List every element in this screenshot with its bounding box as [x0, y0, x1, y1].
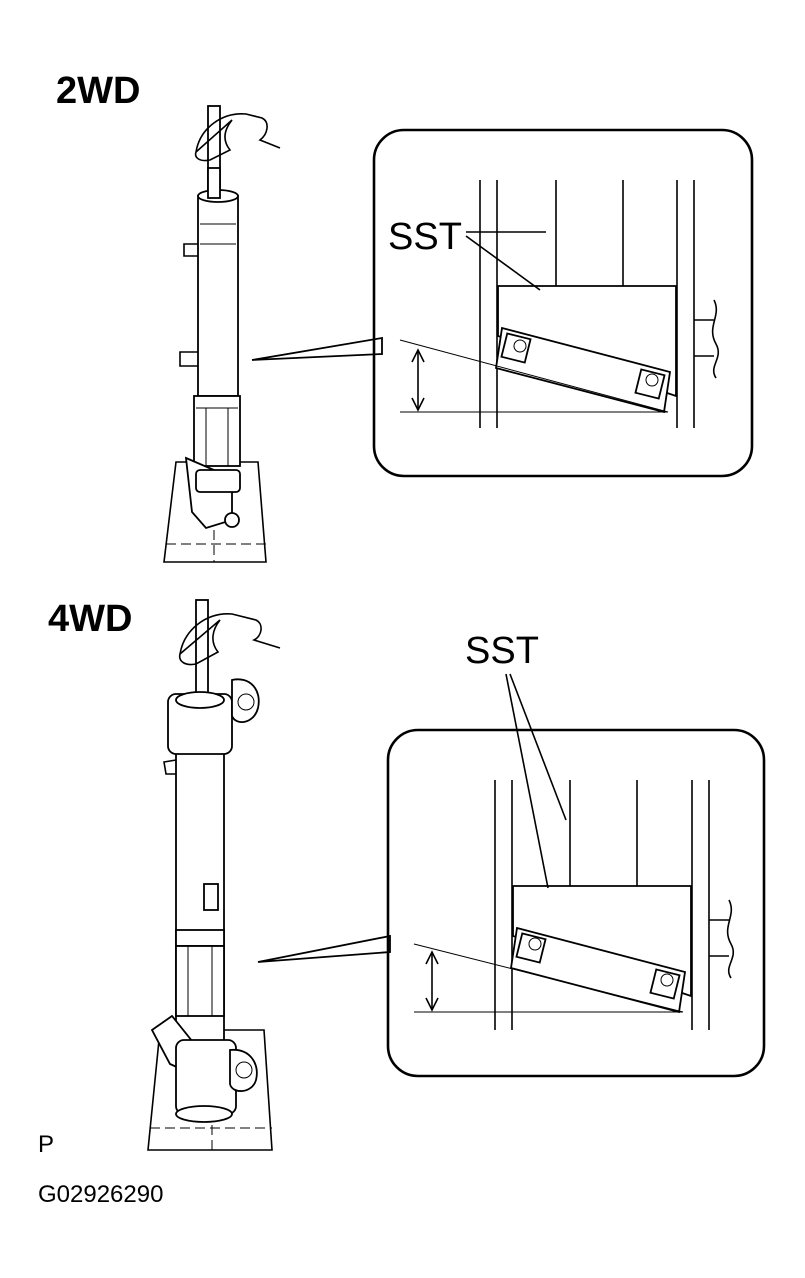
detail-inset-2wd	[372, 128, 754, 478]
sst-callout-4wd: SST	[465, 630, 539, 672]
leader-4wd	[257, 934, 391, 963]
leader-2wd	[251, 336, 383, 361]
figure-code: G02926290	[38, 1181, 164, 1208]
universal-joint-4wd	[150, 1014, 258, 1123]
column-4wd	[147, 599, 281, 1151]
universal-joint-2wd	[184, 456, 241, 530]
sst-callout-2wd: SST	[388, 216, 462, 258]
hand-2wd	[194, 113, 281, 162]
heading-2wd: 2WD	[56, 70, 141, 112]
column-2wd	[163, 105, 281, 563]
column-tube-2wd	[197, 195, 239, 397]
heading-4wd: 4WD	[48, 598, 133, 640]
shaft-4wd	[195, 599, 209, 705]
view-letter: P	[38, 1131, 55, 1158]
hand-4wd	[178, 613, 281, 666]
detail-inset-4wd	[386, 673, 766, 1078]
